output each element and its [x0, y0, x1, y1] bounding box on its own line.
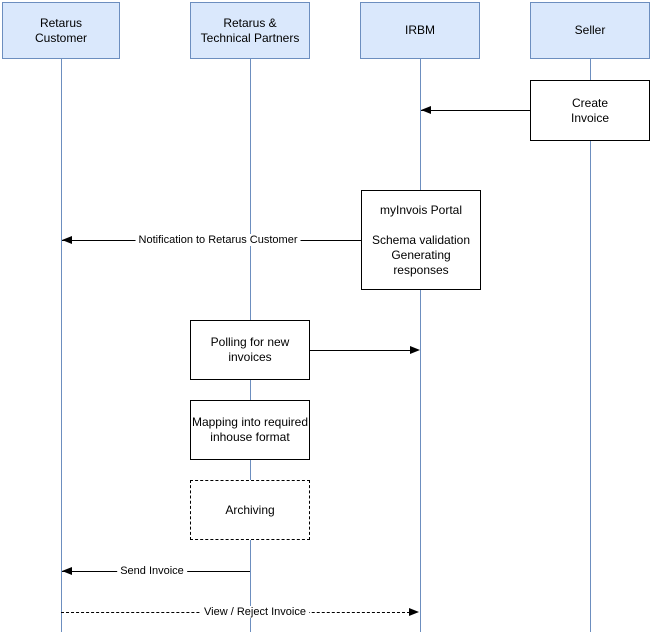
lifeline-seller: [590, 59, 591, 632]
lifeline-irbm: [420, 59, 421, 632]
actor-retarus-customer: Retarus Customer: [2, 2, 120, 59]
node-myinvois-portal: myInvois Portal Schema validation Genera…: [361, 190, 481, 290]
arrow-polling-line: [310, 350, 417, 351]
message-label-send-invoice: Send Invoice: [117, 565, 187, 577]
message-label-notification: Notification to Retarus Customer: [135, 234, 301, 246]
arrowhead-left-icon: [62, 236, 72, 244]
actor-technical-partners: Retarus & Technical Partners: [190, 2, 310, 59]
arrowhead-right-icon: [410, 346, 420, 354]
node-archiving: Archiving: [190, 480, 310, 540]
arrowhead-right-icon: [409, 608, 419, 616]
actor-seller: Seller: [530, 2, 650, 59]
message-label-view-reject: View / Reject Invoice: [201, 606, 309, 618]
node-mapping: Mapping into required inhouse format: [190, 400, 310, 460]
node-create-invoice: Create Invoice: [530, 80, 650, 141]
arrowhead-left-icon: [421, 106, 431, 114]
arrow-create-invoice-line: [421, 110, 530, 111]
arrowhead-left-icon: [62, 567, 72, 575]
lifeline-retarus-customer: [61, 59, 62, 632]
node-polling: Polling for new invoices: [190, 320, 310, 380]
actor-irbm: IRBM: [360, 2, 480, 59]
